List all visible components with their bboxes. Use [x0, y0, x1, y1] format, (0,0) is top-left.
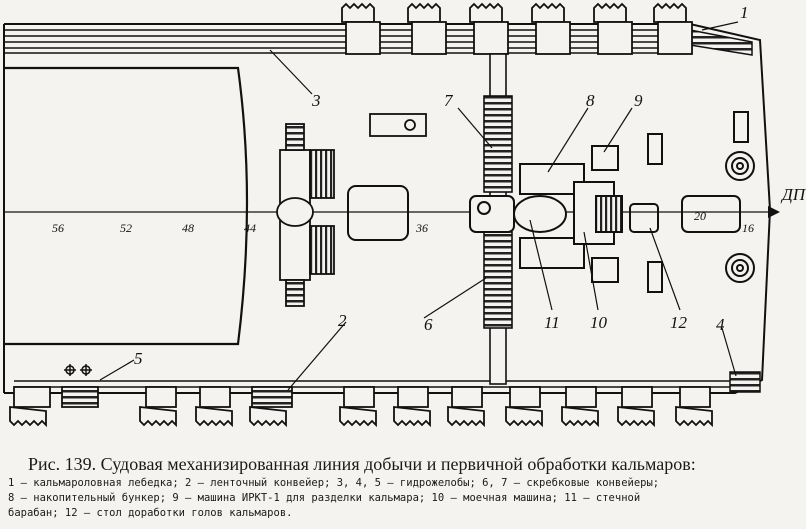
- plate-top: [369, 113, 427, 137]
- slots: [647, 133, 663, 293]
- scale-mark: 44: [244, 221, 256, 235]
- deck-outline: [3, 23, 772, 394]
- machine-9: [591, 145, 619, 283]
- winches-top: [341, 2, 693, 55]
- scale-mark: 20: [694, 209, 706, 223]
- callout-3: 3: [311, 91, 321, 110]
- washer-10: [573, 181, 623, 245]
- scale-mark: 48: [182, 221, 194, 235]
- scale-mark: 52: [120, 221, 132, 235]
- scale-mark: 16: [742, 221, 754, 235]
- caption-title: Рис. 139. Судовая механизированная линия…: [28, 454, 696, 474]
- scale: 56 52 48 44 36 20 16: [52, 209, 754, 235]
- valves-5: [64, 364, 92, 376]
- legend-line: 8 — накопительный бункер; 9 — машина ИРК…: [8, 492, 641, 504]
- hatch-box-36: [347, 185, 409, 241]
- callout-5: 5: [134, 349, 143, 368]
- bunker-8: [519, 163, 585, 269]
- callout-9: 9: [634, 91, 643, 110]
- callout-11: 11: [544, 313, 560, 332]
- hold-outline: [4, 66, 249, 346]
- callout-2: 2: [338, 311, 347, 330]
- leader-lines: [99, 21, 739, 391]
- callout-8: 8: [586, 91, 595, 110]
- drum-rig: [276, 123, 335, 307]
- callout-12: 12: [670, 313, 688, 332]
- scale-mark: 56: [52, 221, 64, 235]
- chute-1: [689, 29, 753, 56]
- callout-6: 6: [424, 315, 433, 334]
- scale-mark: 36: [415, 221, 428, 235]
- caption-legend: 1 — кальмароловная лебедка; 2 — ленточны…: [8, 476, 802, 521]
- winches-bottom: [9, 386, 713, 428]
- callouts: 1 2 3 4 5 6 7 8 9 10 11 12 ДП: [134, 3, 806, 368]
- chute-4: [729, 371, 761, 393]
- direction-arrow: [768, 206, 780, 218]
- legend-line: 1 — кальмароловная лебедка; 2 — ленточны…: [8, 477, 660, 489]
- callout-4: 4: [716, 315, 725, 334]
- table-12: [629, 203, 659, 233]
- gutter-bottom: [14, 380, 736, 388]
- direction-label: ДП: [780, 185, 806, 204]
- capstans: [725, 111, 755, 283]
- callout-1: 1: [740, 3, 749, 22]
- box-20: [681, 195, 741, 233]
- legend-line: барабан; 12 — стол доработки голов кальм…: [8, 507, 293, 519]
- drum-11: [469, 195, 567, 233]
- callout-10: 10: [590, 313, 608, 332]
- callout-7: 7: [444, 91, 454, 110]
